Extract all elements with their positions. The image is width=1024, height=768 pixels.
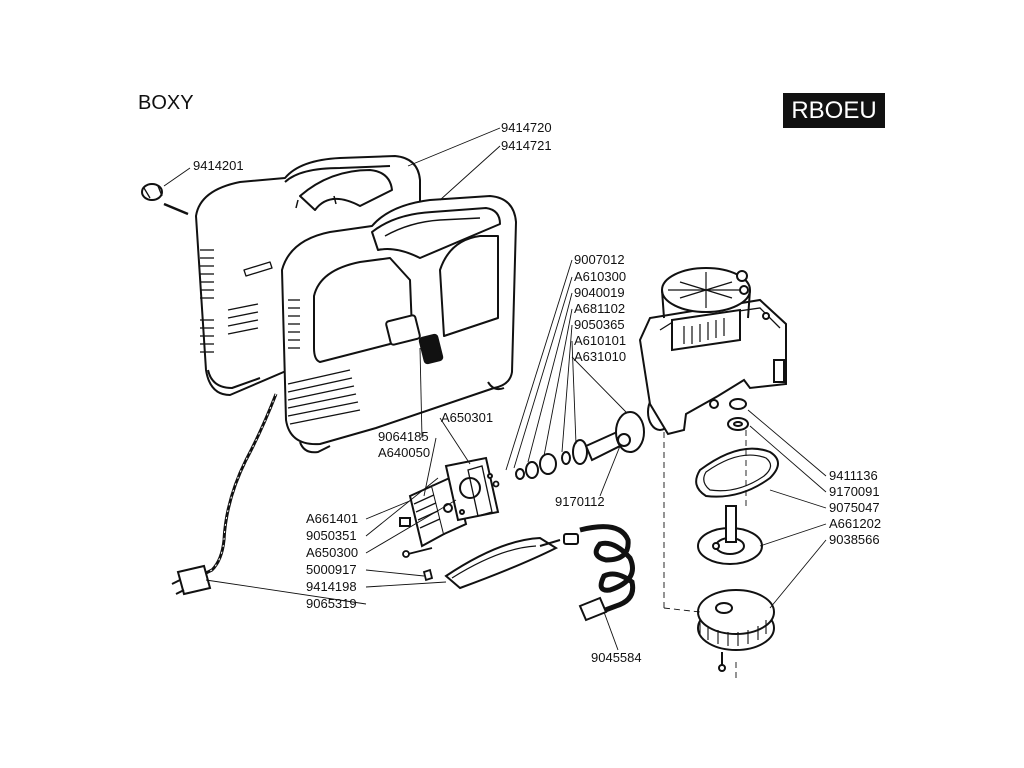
bearing xyxy=(727,398,749,431)
part-label-9040019: 9040019 xyxy=(574,285,625,300)
part-label-9414201: 9414201 xyxy=(193,158,244,173)
part-label-5000917: 5000917 xyxy=(306,562,357,577)
part-label-9411136: 9411136 xyxy=(829,468,878,483)
air-coupler xyxy=(563,533,608,622)
part-label-A631010: A631010 xyxy=(574,349,626,364)
part-label-9414720: 9414720 xyxy=(501,120,552,135)
head-screws xyxy=(402,480,500,582)
filter-mount xyxy=(444,536,561,590)
model-code-badge: RBOEU xyxy=(783,93,885,128)
part-label-9414721: 9414721 xyxy=(501,138,552,153)
part-label-A650301: A650301 xyxy=(441,410,493,425)
part-label-9075047: 9075047 xyxy=(829,500,880,515)
part-label-A650300: A650300 xyxy=(306,545,358,560)
part-label-A661401: A661401 xyxy=(306,511,358,526)
part-label-9038566: 9038566 xyxy=(829,532,880,547)
part-label-9170112: 9170112 xyxy=(555,494,605,509)
motor-pulley xyxy=(697,589,775,672)
part-label-A681102: A681102 xyxy=(574,301,625,316)
coiled-air-hose xyxy=(579,524,636,615)
case-front-half xyxy=(281,195,517,454)
crank-pulley xyxy=(697,505,763,565)
power-plug xyxy=(171,564,212,596)
piston-connecting-rod xyxy=(515,393,673,480)
part-label-9065319: 9065319 xyxy=(306,596,357,611)
valve-plate-gaskets xyxy=(444,456,500,522)
rubber-foot-cap xyxy=(141,183,189,216)
part-label-9170091: 9170091 xyxy=(829,484,880,499)
model-title: BOXY xyxy=(138,92,194,114)
part-number-labels: 9414201 9414720 9414721 9007012 A610300 … xyxy=(193,120,881,665)
part-label-A640050: A640050 xyxy=(378,445,430,460)
part-label-9050351: 9050351 xyxy=(306,528,357,543)
power-cord xyxy=(195,393,278,580)
part-label-9007012: 9007012 xyxy=(574,252,625,267)
motor-crankcase xyxy=(638,267,787,436)
part-label-9064185: 9064185 xyxy=(378,429,429,444)
assembly-guides xyxy=(663,430,747,680)
part-label-9050365: 9050365 xyxy=(574,317,625,332)
part-label-A610101: A610101 xyxy=(574,333,626,348)
part-label-9045584: 9045584 xyxy=(591,650,642,665)
drive-belt xyxy=(695,447,779,498)
leader-lines xyxy=(163,127,827,651)
part-label-A610300: A610300 xyxy=(574,269,626,284)
part-label-A661202: A661202 xyxy=(829,516,881,531)
part-label-9414198: 9414198 xyxy=(306,579,357,594)
